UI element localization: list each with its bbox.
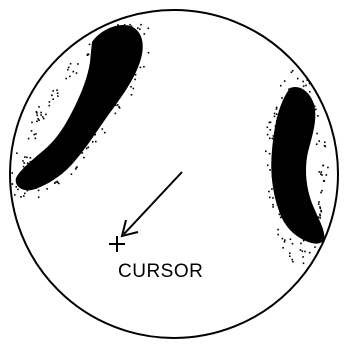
cursor-label: CURSOR xyxy=(118,262,203,281)
arrow-icon xyxy=(122,172,182,236)
plus-crosshair-icon xyxy=(109,236,125,252)
left-echo-return xyxy=(11,24,149,198)
